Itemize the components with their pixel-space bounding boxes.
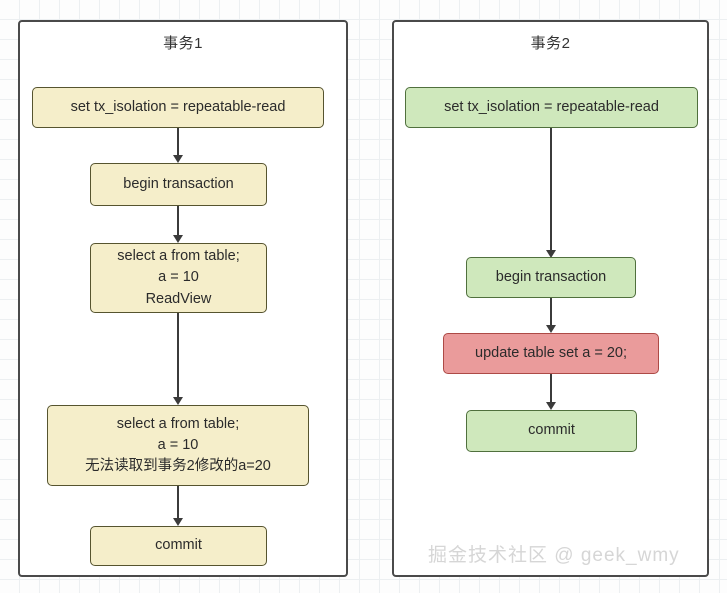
node-tx1-select-readview[interactable]: select a from table; a = 10 ReadView: [90, 243, 267, 313]
node-tx1-select-cannot-read-line-1: select a from table;: [116, 415, 240, 432]
arrow-tx2-1: [545, 128, 556, 258]
arrow-tx1-4: [172, 486, 183, 526]
node-tx2-begin-transaction-line-1: begin transaction: [495, 268, 607, 285]
arrow-tx1-1: [172, 128, 183, 163]
watermark-text: 掘金技术社区 @ geek_wmy: [428, 545, 680, 566]
node-tx2-set-isolation[interactable]: set tx_isolation = repeatable-read: [405, 87, 698, 128]
node-tx2-update[interactable]: update table set a = 20;: [443, 333, 659, 374]
node-tx2-set-isolation-line-1: set tx_isolation = repeatable-read: [444, 98, 659, 115]
node-tx2-update-line-1: update table set a = 20;: [475, 344, 627, 361]
arrow-tx1-3: [172, 313, 183, 405]
node-tx1-select-readview-line-3: ReadView: [145, 290, 212, 307]
node-tx1-commit[interactable]: commit: [90, 526, 267, 566]
node-tx1-select-cannot-read[interactable]: select a from table; a = 10 无法读取到事务2修改的a…: [47, 405, 309, 486]
node-tx1-set-isolation[interactable]: set tx_isolation = repeatable-read: [32, 87, 324, 128]
node-tx2-begin-transaction[interactable]: begin transaction: [466, 257, 636, 298]
node-tx1-set-isolation-line-1: set tx_isolation = repeatable-read: [70, 98, 286, 115]
node-tx1-select-cannot-read-line-2: a = 10: [157, 436, 199, 453]
node-tx2-commit-line-1: commit: [528, 422, 575, 439]
arrow-tx2-2: [545, 298, 556, 333]
node-tx1-select-cannot-read-line-3: 无法读取到事务2修改的a=20: [85, 458, 271, 474]
arrow-tx2-3: [545, 374, 556, 410]
node-tx2-commit[interactable]: commit: [466, 410, 637, 452]
node-tx1-select-readview-line-2: a = 10: [158, 269, 199, 286]
node-tx1-select-readview-line-1: select a from table;: [117, 248, 240, 265]
panel-title-transaction-1: 事务1: [163, 35, 203, 52]
node-tx1-begin-transaction[interactable]: begin transaction: [90, 163, 267, 206]
panel-title-transaction-2: 事务2: [530, 35, 571, 52]
arrow-tx1-2: [172, 206, 183, 243]
node-tx1-commit-line-1: commit: [155, 537, 202, 554]
node-tx1-begin-transaction-line-1: begin transaction: [123, 175, 234, 192]
